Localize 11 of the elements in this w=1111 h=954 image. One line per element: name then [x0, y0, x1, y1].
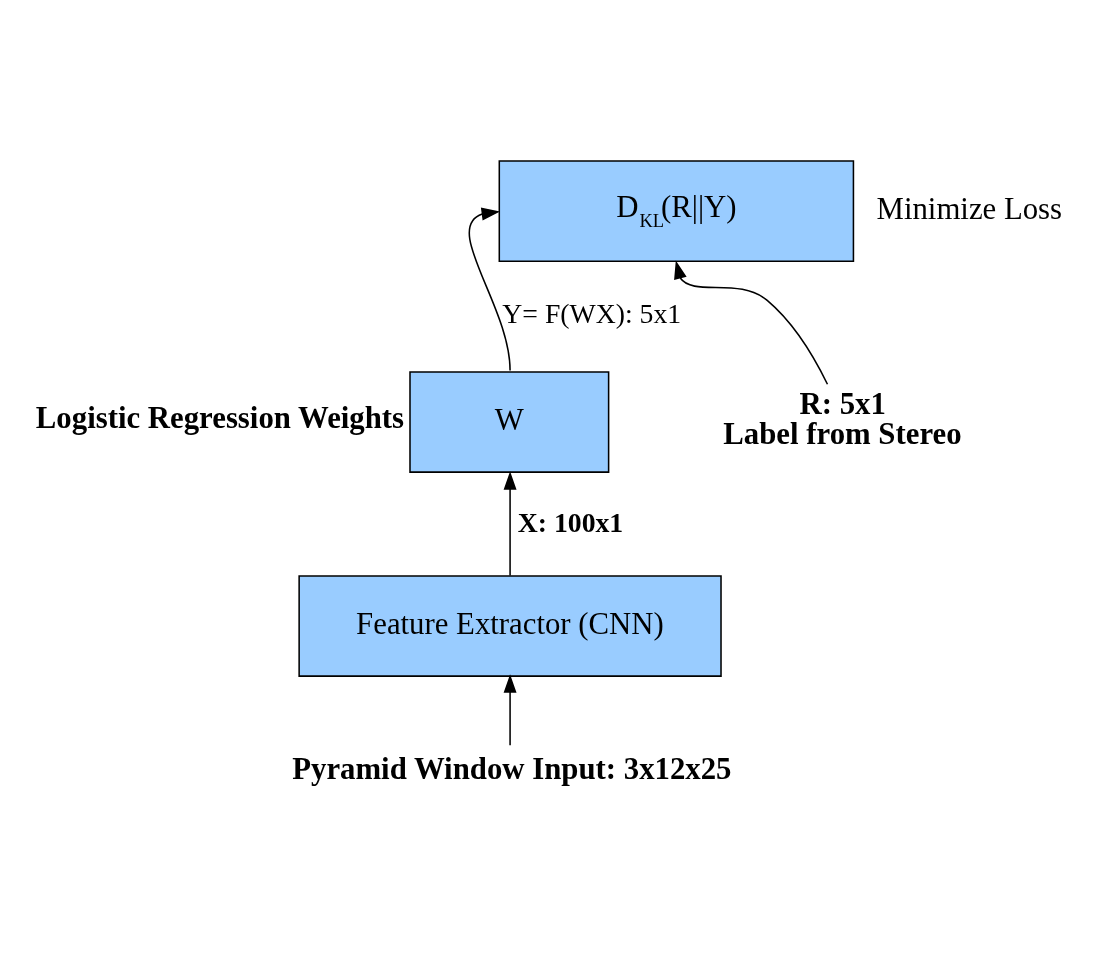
- node-text: Pyramid Window Input: 3x12x25: [292, 751, 732, 786]
- node-label: Minimize Loss: [876, 191, 1063, 226]
- node-box: Feature Extractor (CNN): [298, 574, 722, 677]
- arrow: [503, 470, 517, 576]
- edge-label: X: 100x1: [517, 506, 624, 538]
- arrow: [503, 673, 517, 746]
- arrow: [674, 259, 829, 385]
- node-label: Logistic Regression Weights: [35, 400, 405, 435]
- edge-label: Y= F(WX): 5x1: [502, 297, 682, 329]
- node-text: R: 5x1 Label from Stereo: [723, 386, 962, 451]
- arrow: [468, 207, 511, 371]
